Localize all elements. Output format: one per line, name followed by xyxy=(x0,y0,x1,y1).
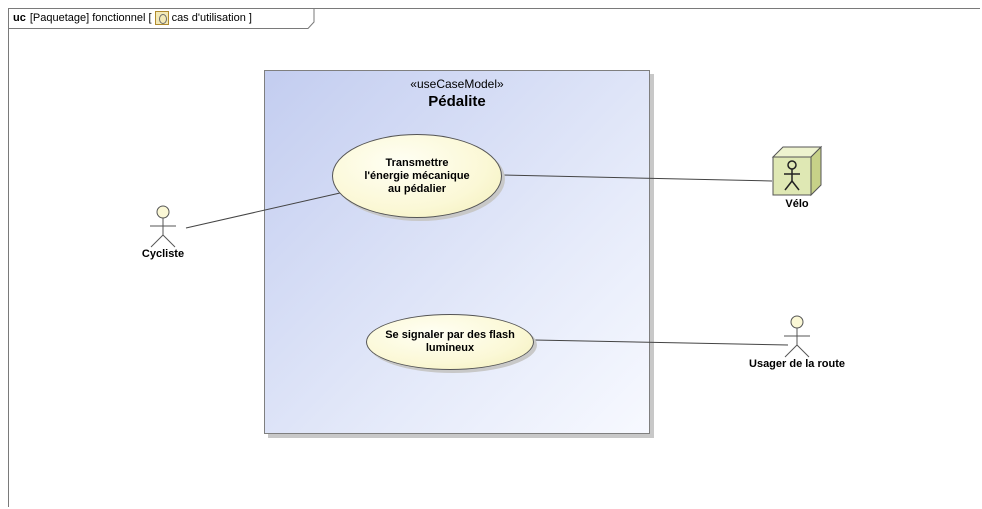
stick-figure-actor-icon[interactable] xyxy=(784,315,810,358)
stick-figure-actor-icon[interactable] xyxy=(150,205,176,248)
package-stereotype: «useCaseModel» xyxy=(410,77,504,91)
use-case-label: Se signaler par des flash lumineux xyxy=(385,329,515,354)
diagram-frame-header: uc [Paquetage] fonctionnel [ cas d'utili… xyxy=(8,8,262,28)
association-transmettre-velo xyxy=(501,174,773,182)
use-case-label: Transmettre l'énergie mécanique au pédal… xyxy=(364,156,470,195)
association-cycliste-transmettre xyxy=(185,192,341,229)
use-case-transmettre-energie[interactable]: Transmettre l'énergie mécanique au pédal… xyxy=(332,134,502,218)
frame-title-prefix: [Paquetage] fonctionnel [ xyxy=(29,12,152,24)
use-case-se-signaler[interactable]: Se signaler par des flash lumineux xyxy=(366,314,534,370)
frame-tab-shape xyxy=(8,8,315,29)
diagram-frame xyxy=(8,8,980,507)
package-name: Pédalite xyxy=(428,93,486,110)
package-pedalite[interactable]: «useCaseModel» Pédalite xyxy=(264,70,650,434)
association-signaler-usager xyxy=(533,339,789,346)
system-block-actor-icon[interactable] xyxy=(771,145,823,197)
frame-title-suffix: cas d'utilisation ] xyxy=(171,12,252,24)
actor-label-cycliste: Cycliste xyxy=(141,248,185,260)
actor-label-usager: Usager de la route xyxy=(749,358,845,370)
frame-keyword: uc xyxy=(13,12,26,24)
actor-label-velo: Vélo xyxy=(785,198,809,210)
use-case-diagram-icon xyxy=(154,11,169,25)
